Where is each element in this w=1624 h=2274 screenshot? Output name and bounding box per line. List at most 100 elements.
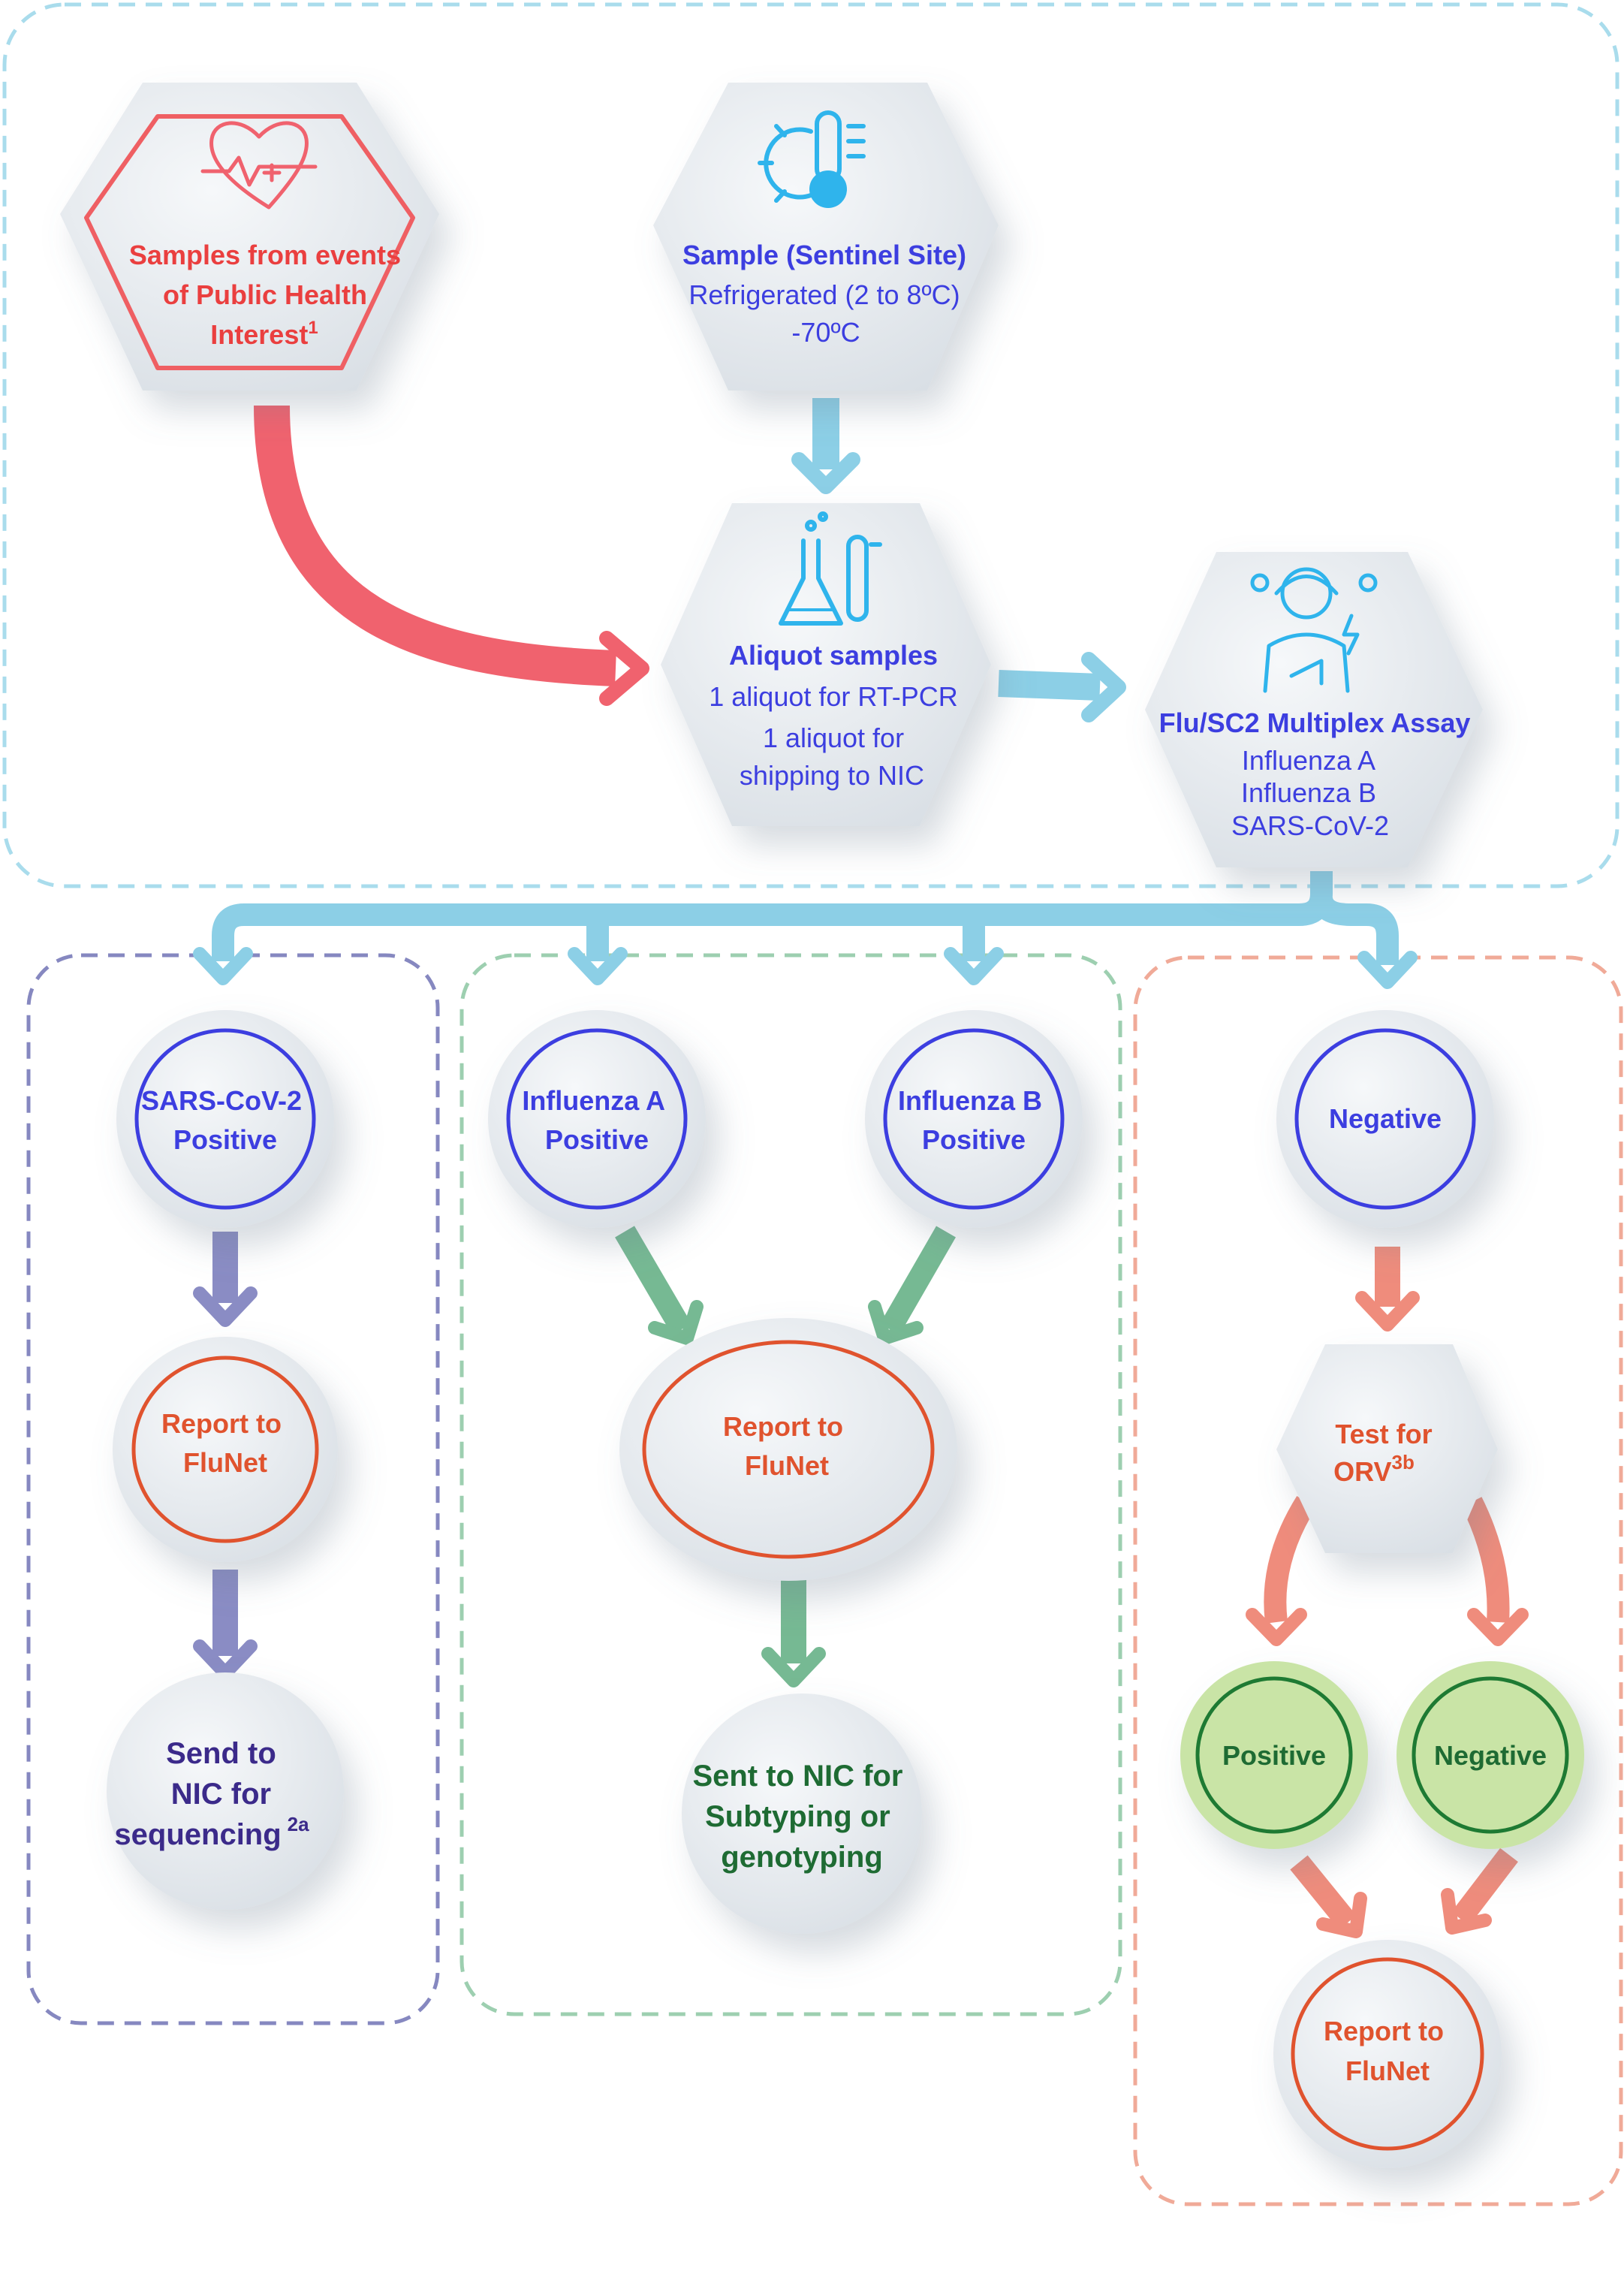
node-report-flu: Report to FluNet bbox=[619, 1318, 957, 1581]
sars-positive-line2: Positive bbox=[173, 1124, 277, 1155]
lab-flask-icon bbox=[779, 511, 882, 626]
report-flu-line2: FluNet bbox=[745, 1450, 829, 1481]
arrowhead-sentinel bbox=[791, 452, 860, 494]
arrow-flu-a-to-report bbox=[615, 1226, 691, 1335]
sentinel-title: Sample (Sentinel Site) bbox=[682, 240, 966, 270]
negative-line1: Negative bbox=[1329, 1103, 1442, 1134]
arrowhead-flu-a-report bbox=[648, 1300, 704, 1345]
aliquot-title: Aliquot samples bbox=[729, 640, 938, 671]
arrow-public-health-to-aliquot bbox=[254, 405, 616, 686]
arrowhead-sars-report bbox=[193, 1286, 258, 1327]
svg-text:Aliquot samples 1 aliquo: Aliquot samples 1 aliquot for RT-PCR 1 a… bbox=[709, 640, 960, 791]
node-report-sars: Report to FluNet bbox=[113, 1337, 338, 1562]
arrowhead-to-sars bbox=[193, 947, 253, 985]
top-group-box bbox=[2, 2, 1619, 888]
node-orv-positive: Positive bbox=[1180, 1661, 1368, 1849]
svg-text:Report to FluNet: Report to FluNet bbox=[161, 1408, 289, 1478]
arrow-orv-to-positive bbox=[1264, 1496, 1316, 1624]
public-health-line3: Interest bbox=[210, 319, 308, 350]
node-aliquot: Aliquot samples 1 aliquot for RT-PCR 1 a… bbox=[661, 503, 991, 826]
orv-positive-line1: Positive bbox=[1222, 1740, 1326, 1771]
public-health-sup: 1 bbox=[308, 318, 318, 338]
bus-branch-negative bbox=[1310, 896, 1399, 965]
send-nic-sup: 2a bbox=[288, 1813, 309, 1835]
arrowhead-to-flu-b bbox=[944, 947, 1004, 985]
svg-text:Test for ORV3b: Test for ORV3b bbox=[1333, 1419, 1440, 1487]
sent-nic-line2: Subtyping or bbox=[705, 1800, 890, 1833]
node-negative: Negative bbox=[1276, 1010, 1494, 1228]
sent-nic-line1: Sent to NIC for bbox=[692, 1760, 902, 1793]
report-flu-line1: Report to bbox=[723, 1411, 843, 1442]
orv-line1: Test for bbox=[1335, 1419, 1432, 1449]
svg-text:Influenza B Positive: Influenza B Positive bbox=[898, 1085, 1050, 1155]
arrow-negative-to-report bbox=[1451, 1847, 1518, 1926]
arrow-flu-b-to-report bbox=[880, 1226, 956, 1335]
arrowhead-positive-report bbox=[1316, 1892, 1367, 1938]
arrowhead-to-flu-a bbox=[568, 947, 628, 985]
arrowhead-negative-orv bbox=[1355, 1291, 1420, 1332]
aliquot-line2: 1 aliquot for RT-PCR bbox=[709, 681, 957, 712]
node-sars-positive: SARS-CoV-2 Positive bbox=[116, 1010, 334, 1228]
node-report-orv: Report to FluNet bbox=[1273, 1940, 1502, 2168]
send-nic-line2: NIC for bbox=[171, 1778, 271, 1811]
node-flu-b-positive: Influenza B Positive bbox=[865, 1010, 1083, 1228]
assay-line4: SARS-CoV-2 bbox=[1231, 810, 1389, 841]
node-assay: Flu/SC2 Multiplex Assay Influenza A Infl… bbox=[1145, 552, 1483, 867]
svg-text:Sample (Sentinel Site) R: Sample (Sentinel Site) Refrigerated (2 t… bbox=[682, 240, 969, 348]
thermometer-sun-icon bbox=[758, 110, 866, 208]
sentinel-line3: -70ºC bbox=[791, 317, 860, 348]
sent-nic-line3: genotyping bbox=[721, 1841, 883, 1874]
flu-a-line1: Influenza A bbox=[522, 1085, 665, 1116]
public-health-line2: of Public Health bbox=[163, 279, 367, 310]
send-nic-line1: Send to bbox=[166, 1737, 276, 1770]
svg-text:Negative: Negative bbox=[1329, 1103, 1442, 1134]
arrow-aliquot-to-assay bbox=[998, 670, 1101, 701]
report-orv-line2: FluNet bbox=[1345, 2055, 1430, 2086]
arrowhead-negative-report bbox=[1441, 1888, 1492, 1935]
arrowhead-flu-b-report bbox=[868, 1300, 923, 1345]
arrowhead-public-health bbox=[599, 631, 649, 706]
orv-line2: ORV bbox=[1333, 1456, 1391, 1487]
assay-title: Flu/SC2 Multiplex Assay bbox=[1159, 707, 1471, 738]
flu-a-line2: Positive bbox=[545, 1124, 649, 1155]
arrow-orv-to-negative bbox=[1461, 1497, 1510, 1623]
public-health-line1: Samples from events bbox=[129, 240, 401, 270]
sars-group-box bbox=[26, 953, 440, 2025]
svg-text:Samples from events of P: Samples from events of Public Health Int… bbox=[129, 240, 408, 350]
report-orv-line1: Report to bbox=[1324, 2016, 1444, 2046]
arrowhead-report-sent bbox=[761, 1647, 826, 1687]
report-sars-line1: Report to bbox=[161, 1408, 282, 1439]
svg-text:Influenza A Positive: Influenza A Positive bbox=[522, 1085, 671, 1155]
arrowhead-orv-positive bbox=[1246, 1608, 1307, 1646]
influenza-group-box bbox=[459, 953, 1122, 2016]
node-public-health: Samples from events of Public Health Int… bbox=[60, 83, 439, 391]
svg-text:Report to FluNet: Report to FluNet bbox=[1324, 2016, 1451, 2086]
arrowhead-orv-negative bbox=[1467, 1608, 1529, 1646]
arrowhead-aliquot bbox=[1081, 652, 1126, 722]
node-send-nic-sequencing: Send to NIC for sequencing 2a bbox=[107, 1672, 344, 1910]
node-sent-nic-subtyping: Sent to NIC for Subtyping or genotyping bbox=[682, 1693, 922, 1934]
aliquot-line3: 1 aliquot for bbox=[763, 722, 904, 753]
sars-positive-line1: SARS-CoV-2 bbox=[141, 1085, 302, 1116]
flu-b-line1: Influenza B bbox=[898, 1085, 1042, 1116]
arrow-positive-to-report bbox=[1290, 1855, 1357, 1930]
node-orv-negative: Negative bbox=[1397, 1661, 1584, 1849]
sentinel-line2: Refrigerated (2 to 8ºC) bbox=[688, 279, 960, 310]
arrowhead-to-negative bbox=[1357, 951, 1418, 989]
lab-technician-icon bbox=[1250, 567, 1378, 693]
svg-text:Report to FluNet: Report to FluNet bbox=[723, 1411, 851, 1481]
svg-text:Negative: Negative bbox=[1434, 1740, 1547, 1771]
node-sentinel: Sample (Sentinel Site) Refrigerated (2 t… bbox=[653, 83, 999, 391]
svg-text:Flu/SC2 Multiplex Assay: Flu/SC2 Multiplex Assay Influenza A Infl… bbox=[1159, 707, 1474, 841]
send-nic-line3: sequencing bbox=[114, 1818, 281, 1851]
node-flu-a-positive: Influenza A Positive bbox=[488, 1010, 706, 1228]
node-test-orv: Test for ORV3b bbox=[1276, 1344, 1498, 1553]
orv-negative-line1: Negative bbox=[1434, 1740, 1547, 1771]
report-sars-line2: FluNet bbox=[183, 1447, 267, 1478]
svg-text:Sent to NIC for Subtypin: Sent to NIC for Subtyping or genotyping bbox=[692, 1760, 911, 1874]
aliquot-line4: shipping to NIC bbox=[740, 760, 924, 791]
heart-pulse-icon bbox=[200, 121, 318, 210]
assay-line2: Influenza A bbox=[1242, 745, 1375, 776]
flu-b-line2: Positive bbox=[922, 1124, 1026, 1155]
